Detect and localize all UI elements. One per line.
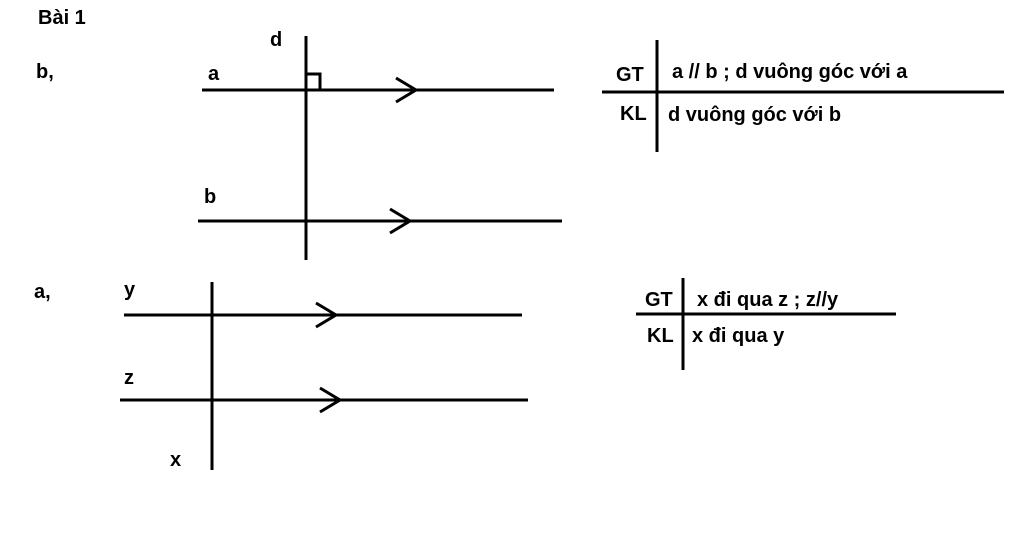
gt-text-b: a // b ; d vuông góc với a xyxy=(672,61,908,83)
arrow-icon xyxy=(389,207,413,235)
line-z-label: z xyxy=(124,367,134,389)
line-y-label: y xyxy=(124,279,136,301)
arrow-icon xyxy=(319,386,343,414)
part-b-label: b, xyxy=(36,61,54,83)
part-a-label: a, xyxy=(34,281,51,303)
kl-label-a: KL xyxy=(647,325,674,347)
line-d-label: d xyxy=(270,29,282,51)
line-x-label: x xyxy=(170,449,181,471)
exercise-title: Bài 1 xyxy=(38,7,86,29)
arrow-icon xyxy=(395,76,419,104)
line-b-label: b xyxy=(204,186,216,208)
gt-text-a: x đi qua z ; z//y xyxy=(697,289,839,311)
kl-text-a: x đi qua y xyxy=(692,325,785,347)
kl-text-b: d vuông góc với b xyxy=(668,104,841,126)
gt-label-a: GT xyxy=(645,289,673,311)
kl-label-b: KL xyxy=(620,103,647,125)
right-angle-mark xyxy=(306,72,322,90)
gt-label-b: GT xyxy=(616,64,644,86)
arrow-icon xyxy=(315,301,339,329)
line-a-label: a xyxy=(208,63,220,85)
